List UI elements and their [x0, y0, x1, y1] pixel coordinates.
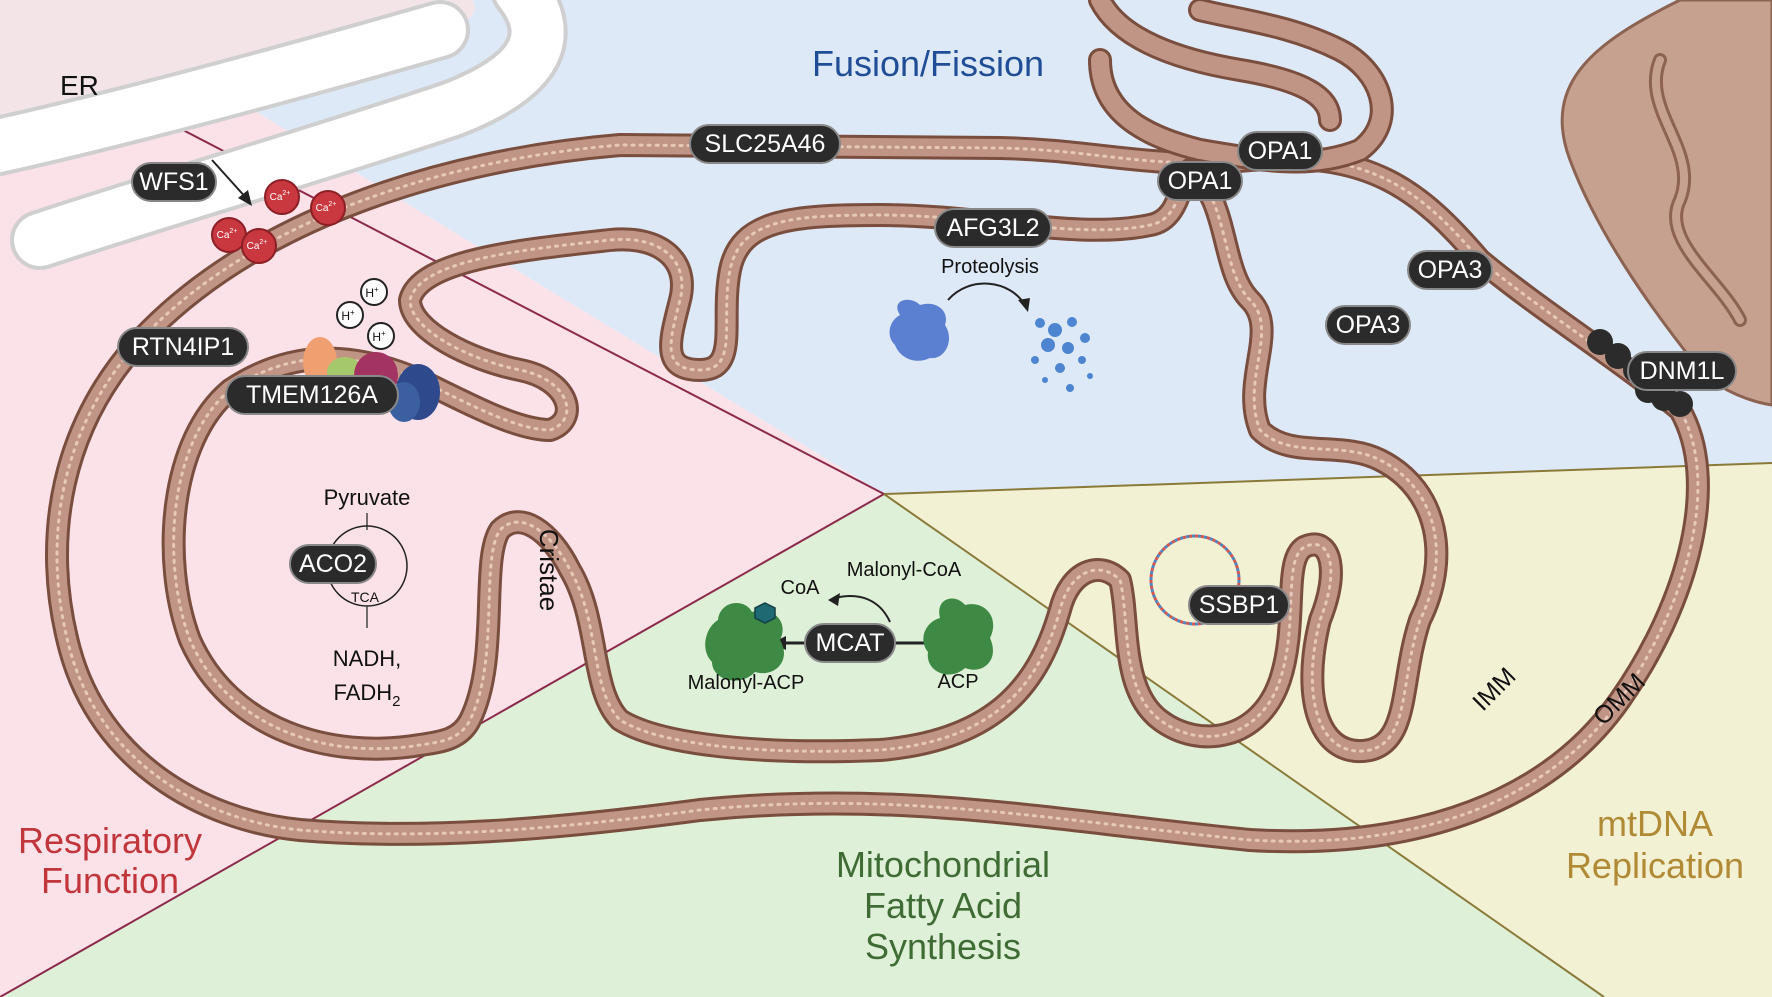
proteolysis-arrow — [947, 282, 1026, 306]
gene-ssbp1: SSBP1 — [1188, 585, 1290, 625]
intact-protein-icon — [889, 299, 950, 361]
gene-aco2: ACO2 — [289, 544, 377, 584]
proteolysis-label: Proteolysis — [941, 256, 1039, 278]
pyruvate-label: Pyruvate — [324, 485, 411, 510]
gene-dnm1l: DNM1L — [1627, 351, 1737, 391]
svg-text:H+: H+ — [372, 329, 386, 344]
wfs1-arrowhead — [238, 190, 252, 206]
svg-text:AFG3L2: AFG3L2 — [946, 214, 1039, 242]
cristae-label: Cristae — [534, 529, 564, 611]
acp-protein-icon — [923, 598, 994, 675]
gene-rtn4ip1: RTN4IP1 — [117, 327, 249, 367]
malonyl-acp-label: Malonyl-ACP — [688, 672, 805, 694]
svg-text:DNM1L: DNM1L — [1640, 357, 1725, 385]
gene-opa1-outer: OPA1 — [1237, 131, 1323, 171]
svg-text:Ca2+: Ca2+ — [217, 228, 238, 241]
svg-text:Fatty Acid: Fatty Acid — [864, 885, 1022, 926]
svg-text:TMEM126A: TMEM126A — [246, 381, 378, 409]
coa-arrowhead — [828, 593, 840, 606]
gene-afg3l2: AFG3L2 — [934, 208, 1052, 248]
svg-text:SLC25A46: SLC25A46 — [705, 130, 826, 158]
svg-text:OPA1: OPA1 — [1248, 137, 1313, 165]
calcium-ions: Ca2+ Ca2+ Ca2+ Ca2+ — [211, 179, 346, 264]
svg-text:OPA1: OPA1 — [1168, 167, 1233, 195]
svg-text:Respiratory: Respiratory — [18, 820, 202, 861]
gene-opa1-inner: OPA1 — [1157, 161, 1243, 201]
adjacent-mitochondrion — [1560, 0, 1772, 407]
malonyl-coa-label: Malonyl-CoA — [847, 559, 962, 581]
gene-wfs1: WFS1 — [131, 162, 217, 202]
respiratory-title: Respiratory Function — [18, 820, 202, 901]
svg-text:WFS1: WFS1 — [139, 168, 208, 196]
svg-text:H+: H+ — [341, 308, 355, 323]
wfs1-arrow — [211, 159, 249, 201]
acp-label: ACP — [937, 671, 978, 693]
fatty-acid-title: Mitochondrial Fatty Acid Synthesis — [836, 844, 1050, 967]
svg-text:H+: H+ — [365, 285, 379, 300]
svg-text:Mitochondrial: Mitochondrial — [836, 844, 1050, 885]
outer-membrane — [45, 133, 1710, 854]
svg-text:mtDNA: mtDNA — [1597, 803, 1713, 844]
fusion-fission-title: Fusion/Fission — [812, 43, 1044, 84]
svg-text:OPA3: OPA3 — [1336, 311, 1401, 339]
svg-text:ACO2: ACO2 — [299, 550, 367, 578]
er-label: ER — [60, 70, 99, 101]
svg-text:Synthesis: Synthesis — [865, 926, 1021, 967]
svg-text:Ca2+: Ca2+ — [247, 239, 268, 252]
proteolysis-arrowhead — [1018, 298, 1030, 312]
proton-ions: H+ H+ H+ — [336, 278, 395, 350]
fadh2-label: FADH2 — [333, 680, 400, 710]
gene-slc25a46: SLC25A46 — [689, 124, 841, 164]
mtdna-title: mtDNA Replication — [1566, 803, 1744, 886]
svg-text:Replication: Replication — [1566, 845, 1744, 886]
inner-membrane — [161, 158, 1449, 764]
degraded-peptides-icon — [1031, 317, 1093, 392]
nadh-label: NADH, — [333, 646, 401, 671]
mtdna-plasmid-icon — [1149, 534, 1241, 626]
gene-tmem126a: TMEM126A — [225, 375, 399, 415]
svg-text:RTN4IP1: RTN4IP1 — [132, 333, 234, 361]
er-organelle — [0, 0, 568, 270]
svg-text:MCAT: MCAT — [816, 629, 885, 657]
tca-label: TCA — [351, 589, 380, 605]
gene-opa3-outer: OPA3 — [1407, 250, 1493, 290]
svg-text:Ca2+: Ca2+ — [270, 190, 291, 203]
gene-opa3-inner: OPA3 — [1325, 305, 1411, 345]
gene-mcat: MCAT — [804, 623, 896, 663]
coa-arrow — [834, 595, 891, 623]
coa-label: CoA — [781, 577, 821, 599]
svg-text:OPA3: OPA3 — [1418, 256, 1483, 284]
svg-text:Function: Function — [41, 860, 179, 901]
svg-text:SSBP1: SSBP1 — [1199, 591, 1280, 619]
malonyl-acp-protein-icon — [705, 602, 784, 681]
omm-upper-loop — [1088, 0, 1394, 174]
svg-text:Ca2+: Ca2+ — [316, 201, 337, 214]
